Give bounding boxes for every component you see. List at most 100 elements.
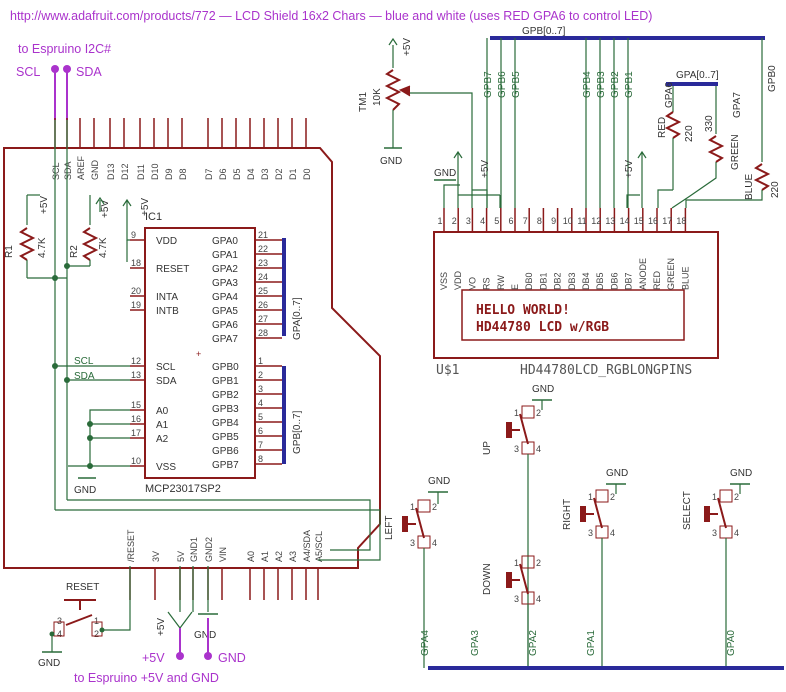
lcd-net-label: GPB3 <box>596 71 607 98</box>
junction-dot <box>64 263 70 269</box>
ic-pin-number: 15 <box>131 400 141 410</box>
lcd-gpb-bus-label: GPB[0..7] <box>522 26 566 37</box>
buttons-group: 2413UPGND2413LEFTGND2413RIGHTGND2413SELE… <box>384 384 752 668</box>
header-pin-label: D2 <box>274 168 284 180</box>
blue-resistor-net: GPB0 <box>767 65 778 92</box>
lcd-net-label: GPB5 <box>511 71 522 98</box>
lcd-pin-name: RW <box>496 275 506 290</box>
bottom-net-label: GPA2 <box>528 630 539 656</box>
bottom-pin-label: A0 <box>246 551 256 562</box>
lcd-pin-name: DB1 <box>538 272 548 290</box>
svg-text:3: 3 <box>57 616 62 626</box>
lcd-module: HELLO WORLD! HD44780 LCD w/RGB U$1 HD447… <box>433 208 719 378</box>
header-pin-label: D5 <box>232 168 242 180</box>
lcd-pin-number: 18 <box>676 216 686 226</box>
ic-pin-number: 12 <box>131 356 141 366</box>
header-pin-label: D1 <box>288 168 298 180</box>
lcd-net-label: GPB6 <box>497 71 508 98</box>
bottom-net-label: GPA4 <box>420 630 431 656</box>
ic-pin-number: 25 <box>258 286 268 296</box>
bottom-pin-label: A4/SDA <box>302 530 312 562</box>
ic-pin-number: 18 <box>131 258 141 268</box>
bottom-net-label: GPA1 <box>586 630 597 656</box>
button-gnd-label: GND <box>532 384 554 395</box>
lcd-net-label: GPB7 <box>483 71 494 98</box>
header-pin-label: GND <box>90 160 100 181</box>
resistor-red: RED 220 GPA6 <box>657 82 695 208</box>
lcd-pin-name: DB3 <box>567 272 577 290</box>
svg-text:3: 3 <box>588 528 593 538</box>
ic-pin-number: 1 <box>258 356 263 366</box>
ic-pin-number: 17 <box>131 428 141 438</box>
header-pin-label: D7 <box>204 168 214 180</box>
r2-value: 4.7K <box>98 237 109 258</box>
ic-part: MCP23017SP2 <box>145 483 221 495</box>
lcd-pin-number: 12 <box>591 216 601 226</box>
lcd-gnd-label: GND <box>434 168 456 179</box>
power-plus5v-label: +5V <box>156 618 167 636</box>
lcd-name: U$1 <box>436 363 459 378</box>
green-resistor-value: 330 <box>704 115 715 132</box>
ic-pin-name: VDD <box>156 236 177 247</box>
button-label: LEFT <box>384 516 395 540</box>
ic-pin-name: GPB0 <box>212 362 239 373</box>
svg-text:4: 4 <box>536 594 541 604</box>
scl-annotation: SCL <box>16 65 40 79</box>
bottom-net-label: GPA0 <box>726 630 737 656</box>
lcd-screen <box>461 289 685 341</box>
ic-pin-number: 3 <box>258 384 263 394</box>
bottom-pin-label: A2 <box>274 551 284 562</box>
button-label: UP <box>482 441 493 455</box>
lcd-pin-name: ANODE <box>638 258 648 290</box>
button-gnd-label: GND <box>428 476 450 487</box>
bottom-pin-label: 3V <box>151 551 161 562</box>
header-pin-label: D9 <box>164 168 174 180</box>
lcd-pin-name: DB2 <box>553 272 563 290</box>
ic-pin-name: GPA0 <box>212 236 238 247</box>
ic-pin-name: A0 <box>156 406 169 417</box>
bottom-pin-label: VIN <box>218 547 228 562</box>
ic-pin-number: 13 <box>131 370 141 380</box>
resistor-green: 330 GREEN GPA7 <box>671 86 743 209</box>
svg-text:3: 3 <box>514 444 519 454</box>
lcd-anode-plus5v: +5V <box>624 160 635 178</box>
potentiometer-tm1: +5V GND TM1 10K <box>358 38 473 208</box>
ic-pin-number: 6 <box>258 426 263 436</box>
r2-name: R2 <box>69 245 80 258</box>
lcd-power-connections: GND +5V +5V <box>434 150 647 208</box>
lcd-pin-number: 7 <box>523 216 528 226</box>
lcd-net-label: GPB2 <box>610 71 621 98</box>
reset-button[interactable]: RESET 3 4 1 2 GND <box>38 566 131 669</box>
red-resistor-name: RED <box>657 117 668 138</box>
button-label: SELECT <box>682 491 693 530</box>
gpb-bus-label: GPB[0..7] <box>292 410 303 454</box>
red-resistor-net: GPA6 <box>664 82 675 108</box>
pot-name: TM1 <box>358 92 369 112</box>
ic-pin-name: GPB2 <box>212 390 239 401</box>
header-pin-label: D6 <box>218 168 228 180</box>
ic-pin-number: 4 <box>258 398 263 408</box>
power-connection: +5V GND +5V GND to Espruino +5V and GND <box>74 566 246 685</box>
svg-text:4: 4 <box>610 528 615 538</box>
ic-gpa-pins: 21GPA022GPA123GPA224GPA325GPA426GPA527GP… <box>212 230 282 345</box>
ic-pin-number: 9 <box>131 230 136 240</box>
svg-text:4: 4 <box>57 629 62 639</box>
ic-pin-name: GPA4 <box>212 292 238 303</box>
ic-pin-name: SDA <box>156 376 177 387</box>
lcd-pin-name: DB4 <box>581 272 591 290</box>
lcd-pin-number: 15 <box>634 216 644 226</box>
sda-annotation: SDA <box>76 65 102 79</box>
header-pin-label: D11 <box>136 164 146 180</box>
ic-pin-name: VSS <box>156 462 176 473</box>
lcd-pin-row: 1VSS2VDD3VO4RS5RW6E7DB08DB19DB210DB311DB… <box>437 208 690 290</box>
ic-pin-number: 8 <box>258 454 263 464</box>
green-resistor-net: GPA7 <box>732 92 743 118</box>
ic-name: IC1 <box>145 211 162 223</box>
